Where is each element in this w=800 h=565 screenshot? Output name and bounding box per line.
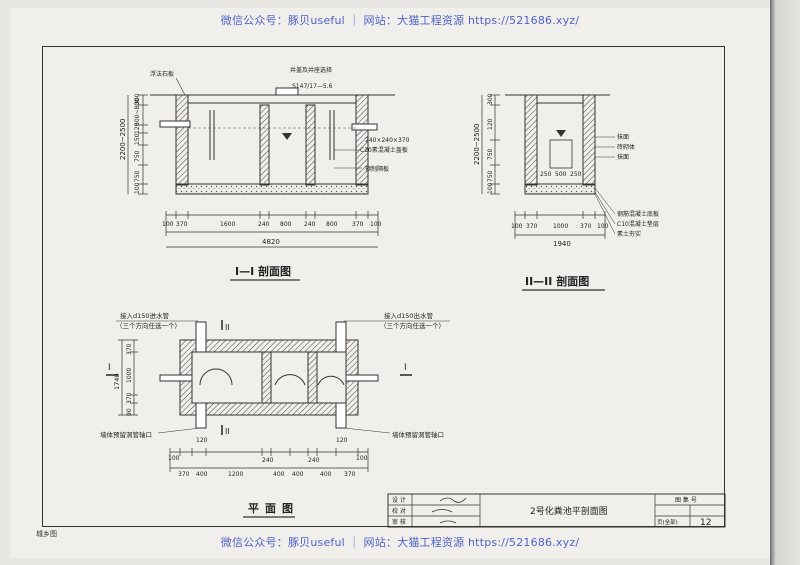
plan-dim-8: 400 [320, 471, 332, 478]
tb-row2: 校 对 [392, 507, 406, 515]
plan-wall-right: 墙体预留洞管轴口 [392, 430, 444, 439]
plan-view: I I II II 接入d150进水管 （三个方向任选一个） 接入d150出水管… [100, 311, 450, 518]
binding-shadow [770, 0, 800, 565]
s1-dim-9: 100 [370, 221, 382, 228]
s1-note-ref-code: S147/17—5.6 [292, 83, 333, 90]
s1-left-dim-4: 150 [134, 133, 141, 145]
s1-dim-3: 1600 [220, 221, 235, 228]
s2-base-3: 素土夯实 [617, 230, 641, 238]
plan-left-total: 1740 [113, 373, 121, 390]
title-block: 设 计 校 对 审 核 2号化粪池平剖面图 图 集 号 页(全部) 12 [387, 493, 726, 528]
s1-dim-8: 370 [352, 221, 364, 228]
plan-dim-5: 400 [273, 471, 285, 478]
s2-left-dim-2: 120 [487, 118, 494, 130]
section-1-1: 2200~2500 300 500~800 120 150 750 750 10… [119, 66, 410, 281]
watermark-top: 微信公众号：豚贝useful ｜ 网站：大猫工程资源 https://52168… [220, 14, 580, 27]
corner-note: 城乡图 [36, 530, 57, 538]
s2-inner-3: 250 [570, 171, 582, 178]
s1-left-dim-3: 120 [134, 122, 141, 134]
s1-height-label: 2200~2500 [119, 119, 127, 161]
section-2-2: 2200~2500 300 120 750 750 100 250 500 25… [473, 93, 659, 291]
tb-row3: 审 核 [392, 518, 406, 526]
plan-dim-7: 240 [308, 457, 320, 464]
s2-left-dim-3: 750 [487, 148, 494, 160]
plan-dim-4: 240 [262, 457, 274, 464]
plan-dim-2: 400 [196, 471, 208, 478]
tb-page-label: 页(全部) [657, 518, 678, 526]
s1-left-dim-6: 750 [134, 170, 141, 182]
plan-pipe-left: 接入d150进水管 [120, 311, 170, 320]
s1-note-prefab: 预制隔板 [365, 165, 389, 173]
s1-dim-6: 240 [304, 221, 316, 228]
s1-left-dim-5: 750 [134, 150, 141, 162]
s1-note-hole: 240×240×370 [365, 137, 410, 144]
s2-total: 1940 [553, 240, 571, 248]
plan-100-left: 100 [168, 455, 180, 462]
s2-base-2: C10混凝土垫层 [617, 220, 659, 228]
plan-cut-b-bottom: II [225, 427, 230, 436]
plan-dim-3: 1200 [228, 471, 243, 478]
s1-dim-1: 100 [162, 221, 174, 228]
plan-dim-6: 400 [292, 471, 304, 478]
s1-total: 4820 [262, 238, 280, 246]
plan-dim-1: 370 [178, 471, 190, 478]
plan-pipe-right: 接入d150出水管 [384, 311, 434, 320]
plan-pipe-left-sub: （三个方向任选一个） [116, 321, 181, 330]
drawing-frame [42, 46, 725, 527]
tb-row1: 设 计 [392, 496, 406, 504]
s1-note-cover: 浮法石板 [150, 70, 174, 78]
s2-dim-5: 100 [597, 223, 609, 230]
watermark-bottom: 微信公众号：豚贝useful ｜ 网站：大猫工程资源 https://52168… [220, 536, 580, 549]
tb-sheet-label: 图 集 号 [675, 496, 697, 504]
plan-left-dim-3: 370 [126, 392, 133, 404]
s1-left-dim-7: 100 [134, 182, 141, 194]
s2-right-2: 砖砌体 [617, 143, 635, 151]
plan-cut-a-right: I [404, 363, 407, 373]
s2-dim-2: 370 [526, 223, 538, 230]
plan-left-dim-1: 370 [126, 343, 133, 355]
s1-note-concrete: C20素混凝土盖板 [360, 146, 408, 154]
plan-120-right: 120 [336, 437, 348, 444]
s1-dim-5: 800 [280, 221, 292, 228]
s2-dim-4: 370 [580, 223, 592, 230]
plan-cut-b-top: II [225, 323, 230, 332]
plan-left-dim-2: 1000 [126, 368, 133, 383]
plan-120-left: 120 [196, 437, 208, 444]
s2-title: II—II 剖面图 [525, 274, 589, 288]
plan-pipe-right-sub: （三个方向任选一个） [380, 321, 445, 330]
plan-title: 平面图 [248, 502, 299, 515]
tb-page: 12 [700, 518, 711, 528]
s1-title: I—I 剖面图 [235, 264, 291, 278]
plan-dim-9: 370 [344, 471, 356, 478]
plan-cut-a-left: I [108, 363, 111, 373]
s2-inner-1: 250 [540, 171, 552, 178]
s2-right-3: 抹面 [617, 153, 629, 161]
s2-left-dim-5: 100 [487, 182, 494, 194]
tb-title: 2号化粪池平剖面图 [530, 505, 608, 517]
s1-dim-7: 800 [326, 221, 338, 228]
s1-dim-2: 370 [176, 221, 188, 228]
s1-dim-4: 240 [258, 221, 270, 228]
s2-right-1: 抹面 [617, 133, 629, 141]
s2-dim-3: 1000 [553, 223, 568, 230]
s1-note-ref: 井盖及井座选择 [290, 66, 332, 74]
s1-left-dim-1: 300 [134, 93, 141, 105]
plan-wall-left: 墙体预留洞管轴口 [100, 430, 152, 439]
plan-100-right: 100 [356, 455, 368, 462]
s1-left-dim-2: 500~800 [134, 98, 141, 126]
s2-left-dim-4: 750 [487, 170, 494, 182]
s2-dim-1: 100 [511, 223, 523, 230]
plan-left-dim-4: 90 [126, 408, 133, 416]
s2-inner-2: 500 [555, 171, 567, 178]
s2-left-dim-1: 300 [487, 93, 494, 105]
s2-base-1: 钢筋混凝土底板 [617, 210, 659, 218]
drawing-sheet [10, 8, 770, 558]
s2-height-label: 2200~2500 [473, 124, 481, 166]
